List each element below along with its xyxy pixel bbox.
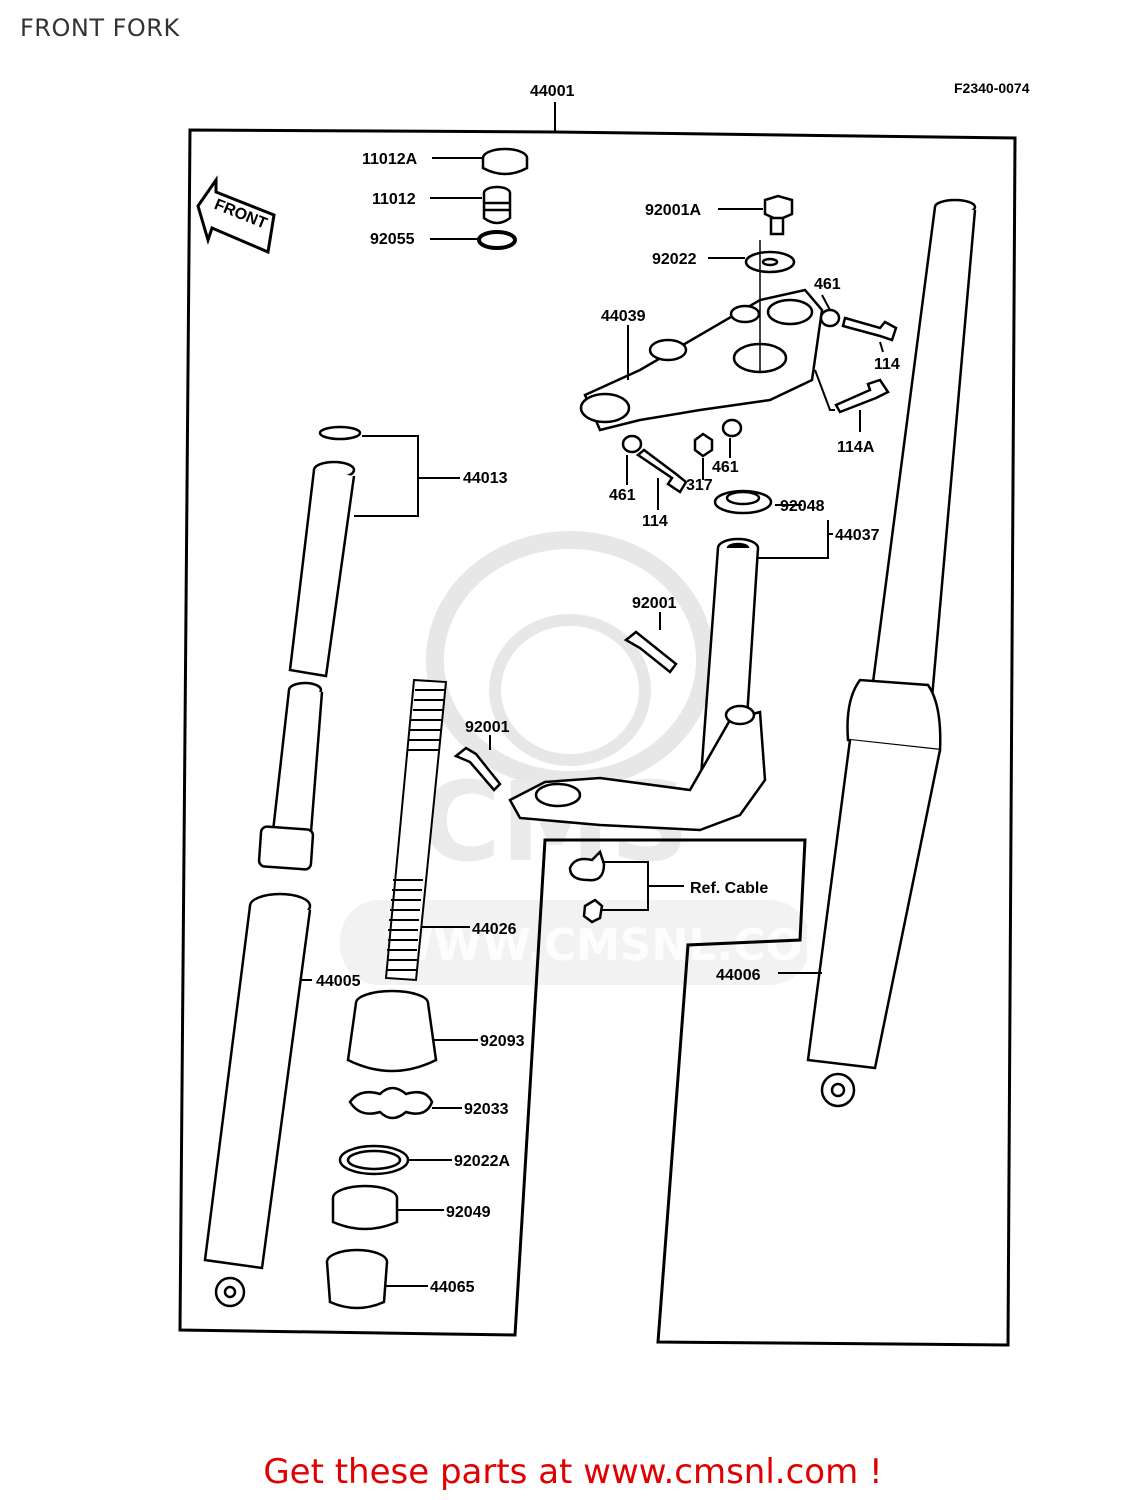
front-direction-arrow: FRONT [196,175,276,255]
callout-44005: 44005 [316,973,361,990]
callout-92033: 92033 [464,1101,509,1118]
callout-11012A: 11012A [362,151,418,168]
seal-stack-part [325,989,438,1310]
top-clamp-part [579,240,824,432]
inner-tube-part [257,425,362,871]
callout-317: 317 [686,477,713,494]
callout-11012: 11012 [372,191,416,208]
callout-461-lower-right: 461 [712,459,739,476]
watermark-url: WWW.CMSNL.COM [385,920,847,971]
callout-44039: 44039 [601,308,646,325]
cap-bolt-part [477,147,529,250]
callout-44013: 44013 [463,470,508,487]
callout-ref-cable: Ref. Cable [690,880,768,897]
callout-92048: 92048 [780,498,825,515]
watermark-logo: CMS WWW.CMSNL.COM [340,531,847,985]
callout-92055: 92055 [370,231,415,248]
callout-461-right: 461 [814,276,841,293]
callout-44026: 44026 [472,921,517,938]
steering-stem-part [508,489,773,832]
outer-tube-right-part [806,198,977,1108]
callout-44006: 44006 [716,967,761,984]
outer-tube-left-part [203,892,312,1308]
ref-cable-clip-part [568,849,606,924]
callout-92022A: 92022A [454,1153,510,1170]
callout-92001-lower: 92001 [465,719,510,736]
fork-spring-part [384,678,448,982]
callout-44037: 44037 [835,527,880,544]
callout-44001: 44001 [530,83,575,100]
assembly-outline [178,102,1017,1347]
stem-bolts-part [453,630,678,792]
clamp-fasteners [621,308,898,494]
callout-461-lower-left: 461 [609,487,636,504]
callout-44065: 44065 [430,1279,475,1296]
callout-92049: 92049 [446,1204,491,1221]
callout-92001A: 92001A [645,202,701,219]
callout-92093: 92093 [480,1033,525,1050]
callout-92022: 92022 [652,251,697,268]
callout-114-right: 114 [874,356,900,373]
callout-114-lower: 114 [642,513,668,530]
page-title: FRONT FORK [20,14,180,42]
callout-114A: 114A [837,439,875,456]
footer-parts-link[interactable]: Get these parts at www.cmsnl.com ! [263,1452,883,1492]
callout-92001-upper: 92001 [632,595,677,612]
front-fork-exploded-diagram: CMS WWW.CMSNL.COM 44001 FRONT 11012A 110… [178,83,1017,1347]
diagram-reference-code: F2340-0074 [954,80,1030,96]
top-clamp-bolt-part [744,194,796,274]
